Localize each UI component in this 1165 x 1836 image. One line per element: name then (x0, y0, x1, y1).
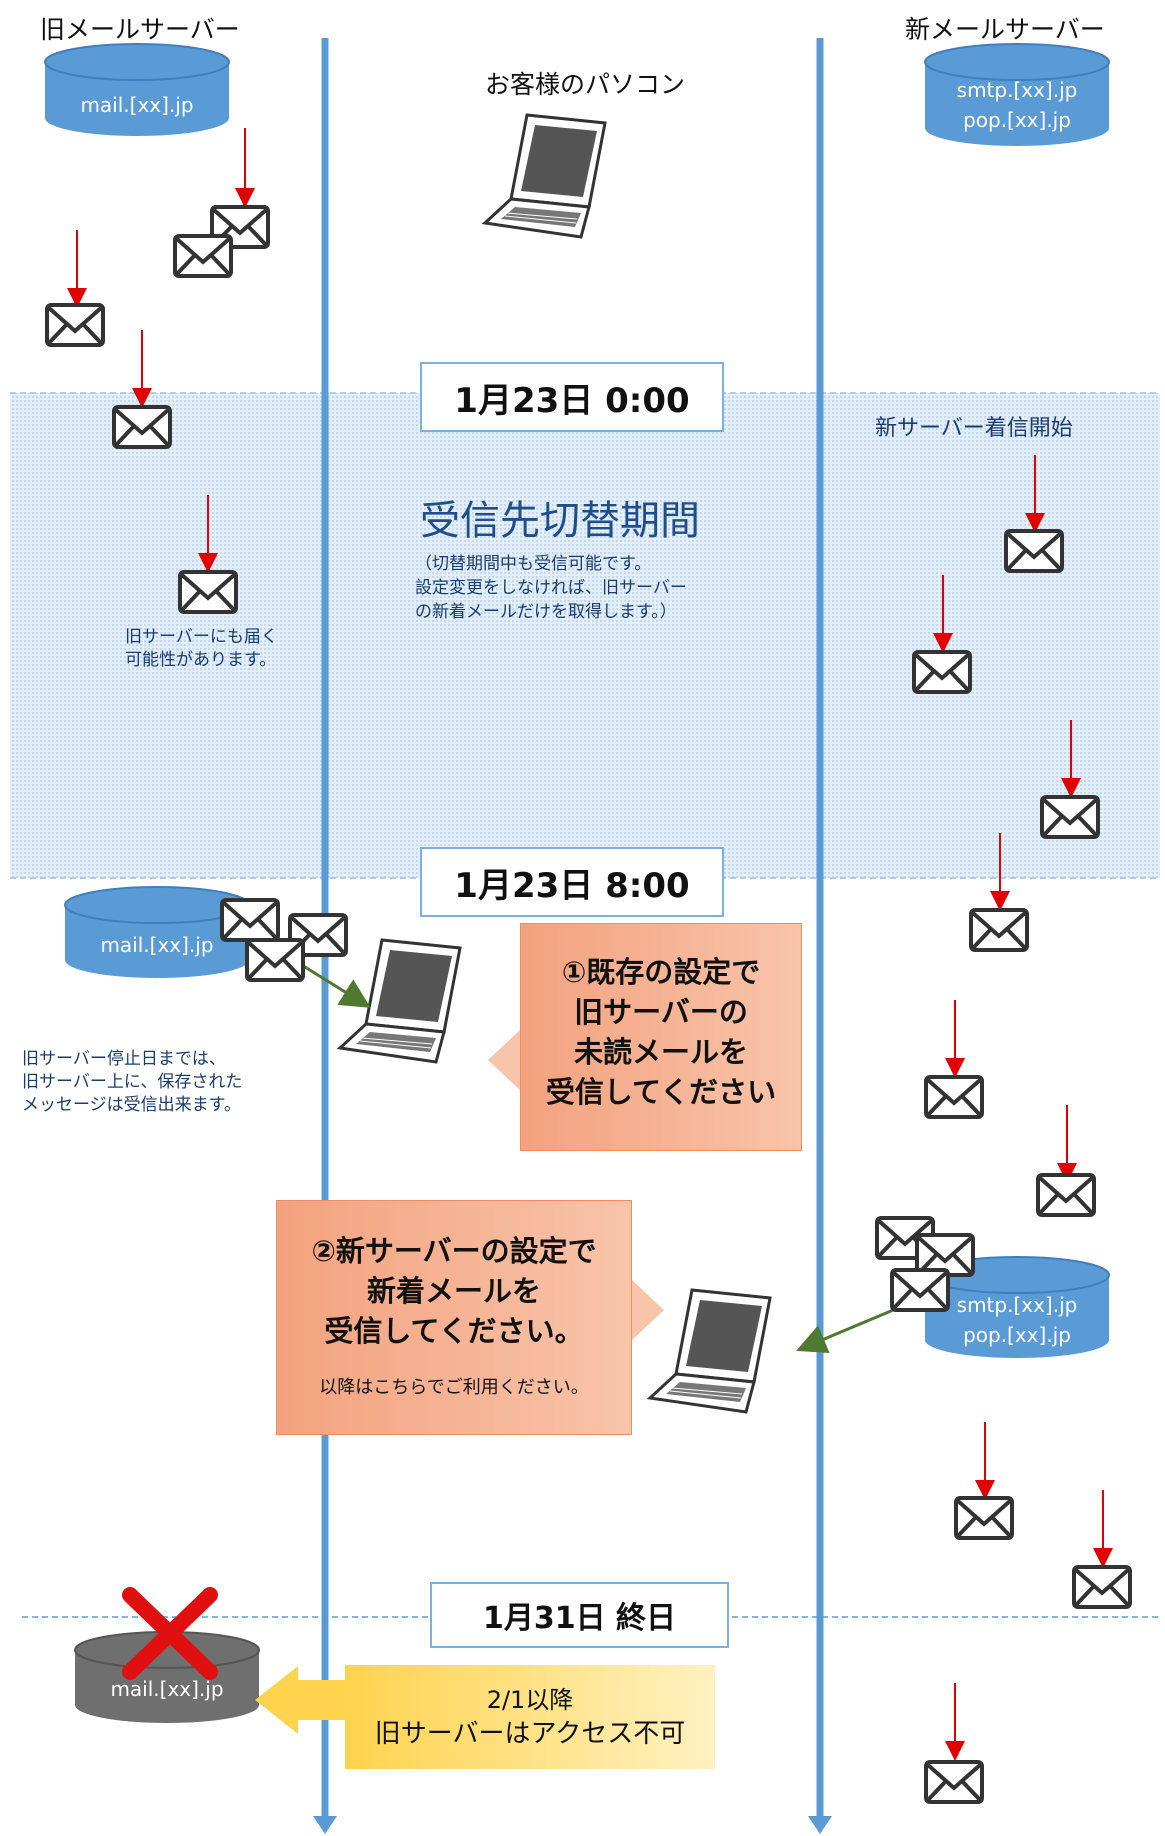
step2-line4: 以降はこちらでご利用ください。 (319, 1377, 589, 1398)
new-server-db-top (924, 43, 1110, 146)
step1-line4: 受信してください (545, 1075, 777, 1109)
step2-box: ②新サーバーの設定で 新着メールを 受信してください。 以降はこちらでご利用くだ… (276, 1200, 632, 1435)
new-server-db-lower (924, 1256, 1110, 1358)
step1-line3: 未読メールを (573, 1035, 748, 1069)
pc-title: お客様のパソコン (485, 70, 686, 99)
old-server-host-label: mail.[xx].jp (80, 93, 194, 117)
old-server-note: 旧サーバー停止日までは、 旧サーバー上に、保存された メッセージは受信出来ます。 (22, 1048, 242, 1117)
old-server-host-label-disabled: mail.[xx].jp (110, 1677, 224, 1701)
new-server-pop-label: pop.[xx].jp (963, 108, 1071, 132)
switch-period-note-line1: （切替期間中も受信可能です。 (415, 554, 652, 574)
old-may-receive-line2: 可能性があります。 (125, 650, 277, 670)
new-server-pop-label-lower: pop.[xx].jp (963, 1323, 1071, 1347)
shutdown-line1: 2/1以降 (486, 1686, 574, 1714)
old-may-receive-line1: 旧サーバーにも届く (125, 627, 278, 647)
step1-box: ①既存の設定で 旧サーバーの 未読メールを 受信してください (520, 923, 802, 1151)
fetch-old-arrow (296, 960, 371, 1008)
old-server-note-line1: 旧サーバー停止日までは、 (22, 1049, 226, 1069)
time-box-1: 1月23日 0:00 (420, 362, 724, 432)
new-server-start-label: 新サーバー着信開始 (875, 416, 1073, 441)
time-box-2: 1月23日 8:00 (420, 847, 724, 917)
old-server-title: 旧メールサーバー (40, 15, 240, 44)
step2-line1: ②新サーバーの設定で (311, 1234, 597, 1268)
old-server-host-label-mid: mail.[xx].jp (100, 933, 214, 957)
fetch-new-arrow (796, 1303, 906, 1354)
shutdown-box: 2/1以降 旧サーバーはアクセス不可 (345, 1665, 715, 1769)
incoming-mail-arrows (67, 128, 1113, 1761)
switch-period-title: 受信先切替期間 (420, 498, 700, 544)
switch-period-note: （切替期間中も受信可能です。 設定変更をしなければ、旧サーバー の新着メールだけ… (415, 552, 687, 624)
new-server-smtp-label-lower: smtp.[xx].jp (956, 1293, 1078, 1317)
step1-line2: 旧サーバーの (574, 995, 748, 1029)
old-server-db-top (44, 43, 230, 136)
switch-period-region (10, 393, 1160, 878)
step1-arrow (488, 1030, 520, 1090)
new-server-title: 新メールサーバー (905, 15, 1105, 44)
shutdown-arrow (255, 1666, 345, 1734)
old-may-receive-note: 旧サーバーにも届く 可能性があります。 (125, 626, 278, 672)
step2-line2: 新着メールを (366, 1274, 541, 1308)
laptop-icon-mid (338, 938, 462, 1064)
laptop-icon-top (483, 113, 607, 239)
time-box-3: 1月31日 終日 (430, 1582, 729, 1648)
x-mark-icon (122, 1587, 218, 1680)
new-server-smtp-label: smtp.[xx].jp (956, 78, 1078, 102)
step1-line1: ①既存の設定で (561, 955, 761, 989)
switch-period-note-line3: の新着メールだけを取得します。） (415, 602, 677, 622)
old-server-db-disabled (74, 1631, 260, 1723)
old-server-note-line2: 旧サーバー上に、保存された (22, 1072, 243, 1092)
old-server-note-line3: メッセージは受信出来ます。 (22, 1095, 241, 1115)
step2-line3: 受信してください。 (324, 1314, 584, 1348)
switch-period-note-line2: 設定変更をしなければ、旧サーバー (415, 578, 687, 598)
old-server-db-mid (64, 886, 250, 978)
step2-arrow (632, 1280, 664, 1340)
laptop-icon-lower (648, 1288, 772, 1414)
shutdown-line2: 旧サーバーはアクセス不可 (374, 1719, 686, 1749)
